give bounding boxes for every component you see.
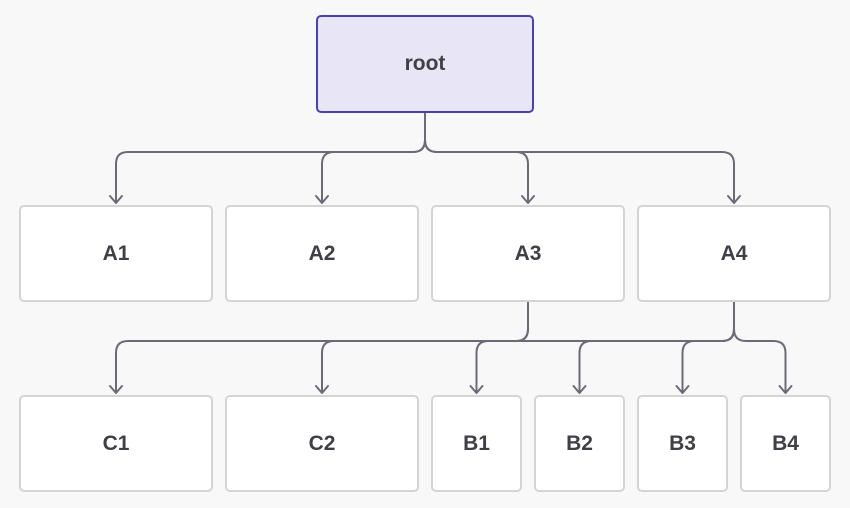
node-root: root <box>316 15 534 113</box>
node-label: B4 <box>772 431 799 455</box>
edge-root-a1 <box>115 113 426 203</box>
edge-a3-c2 <box>321 302 529 393</box>
node-label: B2 <box>566 431 593 455</box>
arrowhead-icon <box>109 195 123 204</box>
node-a4: A4 <box>637 205 831 302</box>
node-a2: A2 <box>225 205 419 302</box>
node-label: A4 <box>720 241 748 265</box>
node-label: A2 <box>308 241 336 265</box>
node-b3: B3 <box>637 395 728 492</box>
node-label: B3 <box>669 431 696 455</box>
edge-a4-b1 <box>475 302 735 393</box>
edge-root-a2 <box>321 113 426 203</box>
arrowhead-icon <box>315 385 329 394</box>
edge-root-a3 <box>424 113 529 203</box>
node-label: root <box>404 52 446 75</box>
arrowhead-icon <box>778 385 793 394</box>
edge-a4-b2 <box>578 302 735 393</box>
arrowhead-icon <box>109 385 123 394</box>
node-label: A1 <box>102 241 130 265</box>
arrowhead-icon <box>675 385 690 394</box>
node-a1: A1 <box>19 205 213 302</box>
edge-a4-b4 <box>733 302 787 393</box>
node-b4: B4 <box>740 395 831 492</box>
node-c1: C1 <box>19 395 213 492</box>
arrowhead-icon <box>315 195 329 204</box>
edge-a4-b3 <box>681 302 735 393</box>
node-label: C2 <box>308 431 336 455</box>
arrowhead-icon <box>727 195 741 204</box>
node-c2: C2 <box>225 395 419 492</box>
node-label: B1 <box>463 431 490 455</box>
node-b1: B1 <box>431 395 522 492</box>
node-label: C1 <box>102 431 130 455</box>
edge-root-a4 <box>424 113 735 203</box>
node-label: A3 <box>514 241 542 265</box>
node-b2: B2 <box>534 395 625 492</box>
arrowhead-icon <box>572 385 587 394</box>
arrowhead-icon <box>469 385 484 394</box>
node-a3: A3 <box>431 205 625 302</box>
arrowhead-icon <box>521 195 535 204</box>
